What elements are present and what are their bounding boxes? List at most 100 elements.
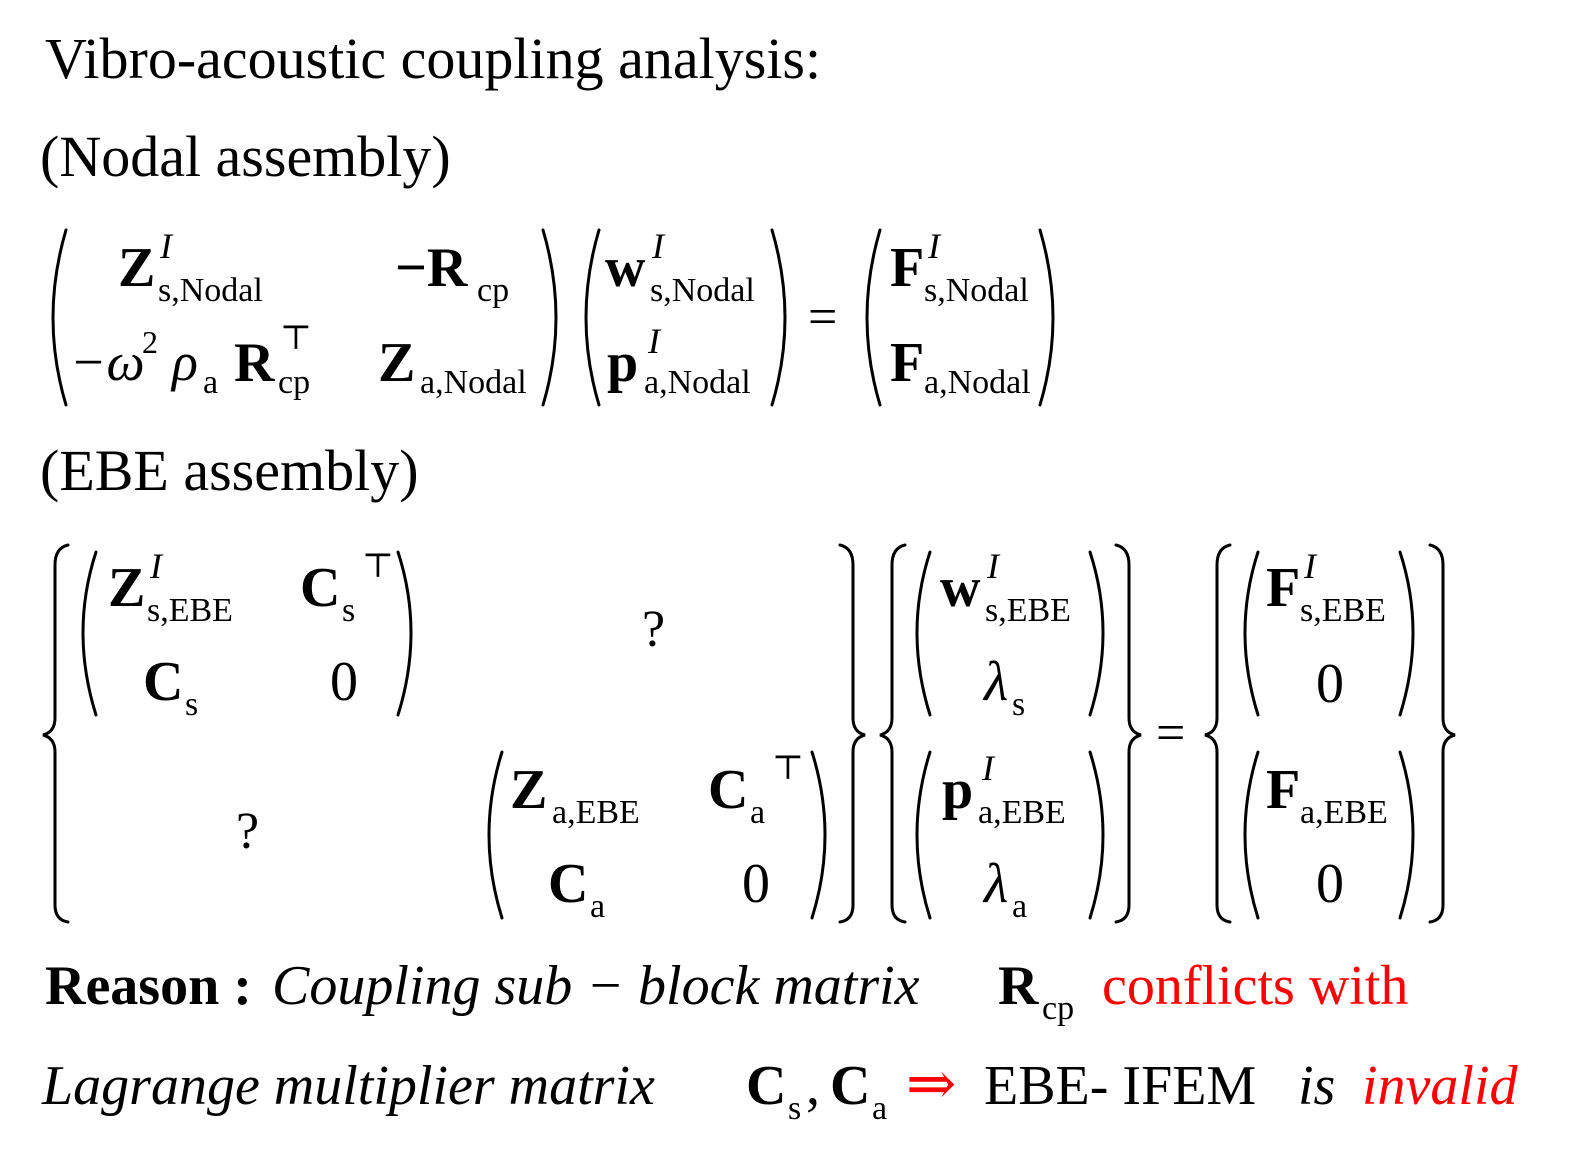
rhs-a-f1-symbol: F bbox=[1266, 759, 1301, 821]
nodal-vector-right-paren bbox=[770, 228, 787, 407]
nodal-a21-rho-sub: a bbox=[203, 364, 219, 401]
block-s-a21-symbol: C bbox=[143, 651, 184, 713]
rhs-a-right-paren bbox=[1398, 750, 1415, 920]
nodal-v1-sub: s,Nodal bbox=[650, 272, 755, 309]
nodal-heading: (Nodal assembly) bbox=[40, 124, 451, 189]
nodal-a22-symbol: Z bbox=[378, 332, 416, 394]
vec-s-left-paren bbox=[915, 550, 932, 717]
reason-c2-sub: a bbox=[872, 1090, 888, 1127]
rhs-s-f1-sub: s,EBE bbox=[1300, 592, 1386, 629]
rhs-s-f1-sup: I bbox=[1304, 546, 1316, 586]
nodal-a21-rho: ρ bbox=[172, 332, 198, 392]
block-a-a11-symbol: Z bbox=[510, 759, 548, 821]
block-a-a12-symbol: C bbox=[708, 759, 749, 821]
rhs-s-left-paren bbox=[1243, 550, 1260, 717]
reason-matrix-symbol: R bbox=[998, 955, 1039, 1017]
rhs-s-f2: 0 bbox=[1316, 653, 1344, 715]
vec-s-v1-symbol: w bbox=[940, 557, 981, 619]
block-s-a11-sup: I bbox=[150, 546, 162, 586]
nodal-f2-symbol: F bbox=[890, 332, 925, 394]
page-title: Vibro-acoustic coupling analysis: bbox=[45, 26, 822, 91]
vec-a-v1-sup: I bbox=[982, 748, 994, 788]
block-s-a21-sub: s bbox=[185, 686, 199, 723]
block-a-left-paren bbox=[487, 750, 504, 920]
nodal-v1-sup: I bbox=[652, 226, 664, 266]
block-s-a12-sup: ⊤ bbox=[362, 548, 394, 585]
nodal-matrix-left-paren bbox=[51, 228, 68, 407]
vec-a-v2-sub: a bbox=[1012, 888, 1028, 925]
rhs-a-f1-sub: a,EBE bbox=[1300, 794, 1388, 831]
block-s-a11-symbol: Z bbox=[108, 557, 146, 619]
nodal-f2-sub: a,Nodal bbox=[924, 364, 1031, 401]
rhs-a-left-paren bbox=[1243, 750, 1260, 920]
reason-text-2: Lagrange multiplier matrix bbox=[42, 1055, 655, 1117]
vec-s-right-paren bbox=[1088, 550, 1105, 717]
nodal-a11-sub: s,Nodal bbox=[158, 272, 263, 309]
vec-a-v1-sub: a,EBE bbox=[978, 794, 1066, 831]
vec-s-v1-sup: I bbox=[987, 546, 999, 586]
nodal-v1-symbol: w bbox=[605, 237, 646, 299]
nodal-vector-left-paren bbox=[584, 228, 601, 407]
block-s-left-paren bbox=[81, 550, 98, 717]
nodal-matrix-right-paren bbox=[541, 228, 558, 407]
vec-a-left-paren bbox=[915, 750, 932, 920]
block-a-a12-sub: a bbox=[750, 794, 766, 831]
ebe-rhs-right-brace bbox=[1428, 543, 1456, 924]
rhs-a-f2: 0 bbox=[1316, 853, 1344, 915]
reason-is: is bbox=[1298, 1055, 1336, 1117]
ebe-equals: = bbox=[1156, 705, 1186, 762]
reason-method: EBE- IFEM bbox=[984, 1055, 1257, 1117]
nodal-a21-omega: −ω bbox=[70, 332, 145, 392]
reason-comma: , bbox=[806, 1055, 820, 1117]
block-a-a11-sub: a,EBE bbox=[552, 794, 640, 831]
nodal-f1-sub: s,Nodal bbox=[924, 272, 1029, 309]
nodal-v2-sup: I bbox=[648, 321, 660, 361]
ebe-matrix-left-brace bbox=[42, 543, 70, 924]
reason-text-1: Coupling sub − block matrix bbox=[272, 955, 920, 1017]
reason-label: Reason : bbox=[45, 955, 252, 1017]
ebe-vector-left-brace bbox=[879, 543, 907, 924]
nodal-a21-sup: ⊤ bbox=[280, 320, 312, 357]
reason-invalid: invalid bbox=[1362, 1055, 1518, 1117]
nodal-f1-sup: I bbox=[928, 226, 940, 266]
nodal-equals: = bbox=[808, 289, 838, 346]
unknown-block-top: ? bbox=[642, 601, 666, 658]
nodal-rhs-left-paren bbox=[865, 228, 882, 407]
unknown-block-bottom: ? bbox=[236, 803, 260, 860]
vec-s-v2-symbol: λ bbox=[984, 651, 1009, 713]
nodal-a11-symbol: Z bbox=[118, 237, 156, 299]
nodal-a12-symbol: −R bbox=[395, 237, 468, 299]
vec-a-right-paren bbox=[1088, 750, 1105, 920]
block-a-a12-sup: ⊤ bbox=[772, 750, 804, 787]
block-a-a21-symbol: C bbox=[548, 853, 589, 915]
nodal-a21-sub: cp bbox=[278, 364, 311, 401]
rhs-s-right-paren bbox=[1398, 550, 1415, 717]
block-s-a22: 0 bbox=[330, 651, 358, 713]
vec-a-v2-symbol: λ bbox=[984, 853, 1009, 915]
rhs-s-f1-symbol: F bbox=[1266, 557, 1301, 619]
reason-c1-sub: s bbox=[788, 1090, 802, 1127]
block-a-right-paren bbox=[810, 750, 827, 920]
nodal-v2-sub: a,Nodal bbox=[644, 364, 751, 401]
block-s-right-paren bbox=[396, 550, 413, 717]
vec-s-v1-sub: s,EBE bbox=[985, 592, 1071, 629]
vec-a-v1-symbol: p bbox=[942, 759, 974, 821]
reason-c2-symbol: C bbox=[830, 1055, 871, 1117]
vec-s-v2-sub: s bbox=[1012, 686, 1026, 723]
nodal-a11-sup: I bbox=[160, 226, 172, 266]
block-a-a21-sub: a bbox=[590, 888, 606, 925]
nodal-v2-symbol: p bbox=[607, 332, 639, 394]
nodal-a12-sub: cp bbox=[477, 272, 510, 309]
nodal-f1-symbol: F bbox=[890, 237, 925, 299]
block-s-a11-sub: s,EBE bbox=[147, 592, 233, 629]
block-s-a12-symbol: C bbox=[300, 557, 341, 619]
block-s-a12-sub: s bbox=[342, 592, 356, 629]
reason-conflict-text: conflicts with bbox=[1102, 955, 1409, 1017]
implies-arrow-icon: ⇒ bbox=[906, 1051, 957, 1117]
nodal-rhs-right-paren bbox=[1038, 228, 1055, 407]
ebe-matrix-right-brace bbox=[838, 543, 866, 924]
ebe-vector-right-brace bbox=[1114, 543, 1142, 924]
nodal-a21-exp: 2 bbox=[142, 324, 158, 360]
reason-c1-symbol: C bbox=[746, 1055, 787, 1117]
